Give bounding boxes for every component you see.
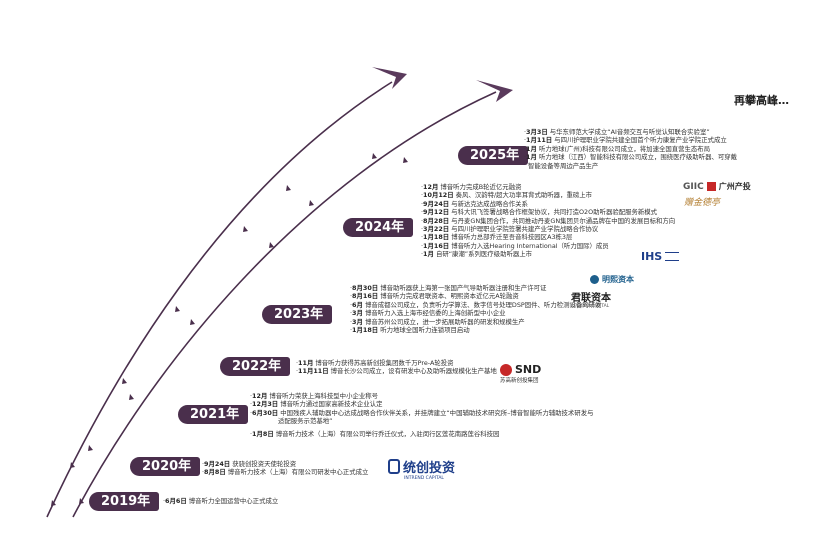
event-item: ·8月30日 博音助听器获上海第一张国产气导助听器注册和生产许可证 — [350, 284, 547, 292]
logo-ihs: IHS — [641, 250, 680, 263]
arrow-head-right — [476, 80, 513, 102]
event-item: ·9月24日 获骁创投资天使轮投资 — [202, 460, 297, 468]
ihs-logo-mark: IHS — [641, 250, 663, 263]
event-item: ·1月16日 博音听力入选Hearing International（听力国际）… — [421, 241, 609, 250]
year-badge-2024: 2024年 — [343, 218, 414, 237]
ihs-sub-icon — [665, 252, 680, 261]
year-badge-2020: 2020年 — [130, 457, 201, 476]
giic-logo-mark: GIIC — [683, 181, 704, 192]
logo-snd: SND 苏高新创投集团 — [500, 363, 541, 384]
event-item: ·11月11日 博音长沙公司成立，设有研发中心及助听器规模化生产基地 — [296, 367, 497, 376]
events-2025: ·3月3日 与华东师范大学成立“AI音频交互与听觉认知联合实验室” ·1月11日… — [524, 128, 737, 170]
snd-logo-name: 苏高新创投集团 — [500, 378, 539, 384]
events-2019: ·6月6日 博音听力全国运营中心正式成立 — [163, 497, 278, 505]
logo-intrend: 统创投资 INTREND CAPITAL — [388, 457, 455, 481]
event-item: ·1月 听力地球(广州)科技有限公司成立，将加速全国直营生态布局 — [524, 144, 711, 153]
year-badge-2023: 2023年 — [262, 305, 333, 324]
event-item: ·6月6日 博音听力全国运营中心正式成立 — [163, 497, 279, 505]
event-item: ·6月30日 中国残疾人辅助器中心达成战略合作伙伴关系，并挂牌建立“中国辅助技术… — [250, 408, 594, 417]
event-item: ·3月 博音听力入选上海市经信委的上海创新型中小企业 — [350, 309, 506, 318]
logo-giic: GIIC 广州产投 — [683, 181, 751, 192]
year-badge-2025: 2025年 — [458, 146, 529, 165]
intrend-logo-en: INTREND CAPITAL — [404, 476, 444, 481]
year-badge-2022: 2022年 — [220, 357, 291, 376]
giic-emblem-icon — [706, 182, 716, 191]
event-item: ·8月16日 博音听力完成君联资本、明熙资本近亿元A轮融资 — [350, 292, 519, 301]
event-item: ·12月 博音听力完成B轮近亿元融资 — [421, 183, 522, 191]
minghui-mark-icon — [590, 275, 599, 284]
event-item: ·1月 听力地球（江西）智能科技有限公司成立，围绕医疗级助听器、可穿戴 — [524, 153, 738, 162]
curve-inner — [46, 81, 393, 518]
event-item: ·1月18日 博音听力总部乔迁至吾音科技园区A3栋3层 — [421, 233, 573, 242]
event-item: ·11月 博音听力获得苏高新创投集团数千万Pre-A轮投资 — [296, 359, 454, 367]
legend-logo-name: 君联资本 — [571, 293, 611, 304]
event-item: ·3月 博音苏州公司成立，进一步拓展助听器的研发和规模生产 — [350, 317, 525, 326]
events-2023: ·8月30日 博音助听器获上海第一张国产气导助听器注册和生产许可证 ·8月16日… — [350, 284, 601, 334]
minghui-logo-name: 明熙资本 — [602, 275, 634, 284]
curve-outer — [72, 91, 497, 518]
event-item: ·12月 博音听力荣获上海科技型中小企业称号 — [250, 392, 379, 400]
arrow-head-left — [372, 67, 407, 89]
logo-legend: 君联资本 LEGEND CAPITAL — [571, 289, 611, 309]
event-item: ·10月12日 奏风、汉韵特/超大功率耳背式助听器，重磅上市 — [421, 191, 593, 200]
event-item: ·1月8日 博音听力技术（上海）有限公司举行乔迁仪式，入驻闵行区莲花南路莲谷科技… — [250, 429, 500, 438]
event-item: ·9月24日 与新达克达成战略合作关系 — [421, 199, 528, 208]
event-item: ·1月 自研“康潮”系列医疗级助听器上市 — [421, 250, 533, 259]
events-2024: ·12月 博音听力完成B轮近亿元融资 ·10月12日 奏风、汉韵特/超大功率耳背… — [421, 183, 675, 259]
intrend-emblem-icon — [388, 459, 400, 474]
year-badge-2019: 2019年 — [89, 492, 160, 511]
event-item: ·8月8日 博音听力技术（上海）有限公司研发中心正式成立 — [202, 468, 369, 477]
snd-logo-mark: SND — [515, 363, 542, 376]
event-item: 智能设备等周边产品生产 — [528, 161, 599, 170]
event-item: ·3月3日 与华东师范大学成立“AI音频交互与听觉认知联合实验室” — [524, 128, 710, 136]
slogan: 再攀高峰… — [734, 94, 789, 107]
curve-markers — [51, 153, 408, 506]
legend-logo-en: LEGEND CAPITAL — [571, 304, 610, 309]
logo-calligraphy: 赠金德亭 — [684, 198, 721, 208]
giic-logo-name: 广州产投 — [718, 182, 751, 191]
event-item: ·8月28日 与丹麦GN集团合作，共同推动丹麦GN集团贝尔通品牌在中国的发展目标… — [421, 216, 676, 225]
event-item: ·6月 博音成都公司成立，负责听力学算法、数字信号处理DSP固件、听力检测设备的… — [350, 300, 602, 309]
year-badge-2021: 2021年 — [178, 405, 249, 424]
event-item: ·1月18日 听力地球全国听力连锁项目启动 — [350, 326, 470, 335]
events-2020: ·9月24日 获骁创投资天使轮投资 ·8月8日 博音听力技术（上海）有限公司研发… — [202, 460, 368, 477]
events-2021: ·12月 博音听力荣获上海科技型中小企业称号 ·12月3日 博音听力通过国家高新… — [250, 392, 593, 438]
event-item: ·12月3日 博音听力通过国家高新技术企业认定 — [250, 400, 383, 409]
snd-emblem-icon — [500, 363, 512, 376]
intrend-logo-name: 统创投资 — [403, 461, 456, 476]
events-2022: ·11月 博音听力获得苏高新创投集团数千万Pre-A轮投资 ·11月11日 博音… — [296, 359, 497, 376]
event-item: ·1月11日 与四川护理职业学院共建全国首个听力康复产业学院正式成立 — [524, 136, 727, 145]
event-item: 适配服务示范基地” — [278, 417, 333, 426]
event-item: ·3月22日 与四川护理职业学院签署共建产业学院战略合作协议 — [421, 225, 599, 234]
logo-minghui: 明熙资本 — [590, 274, 634, 285]
event-item: ·9月12日 与科大讯飞签署战略合作框架协议，共同打造O2O助听器验配服务新模式 — [421, 208, 658, 217]
